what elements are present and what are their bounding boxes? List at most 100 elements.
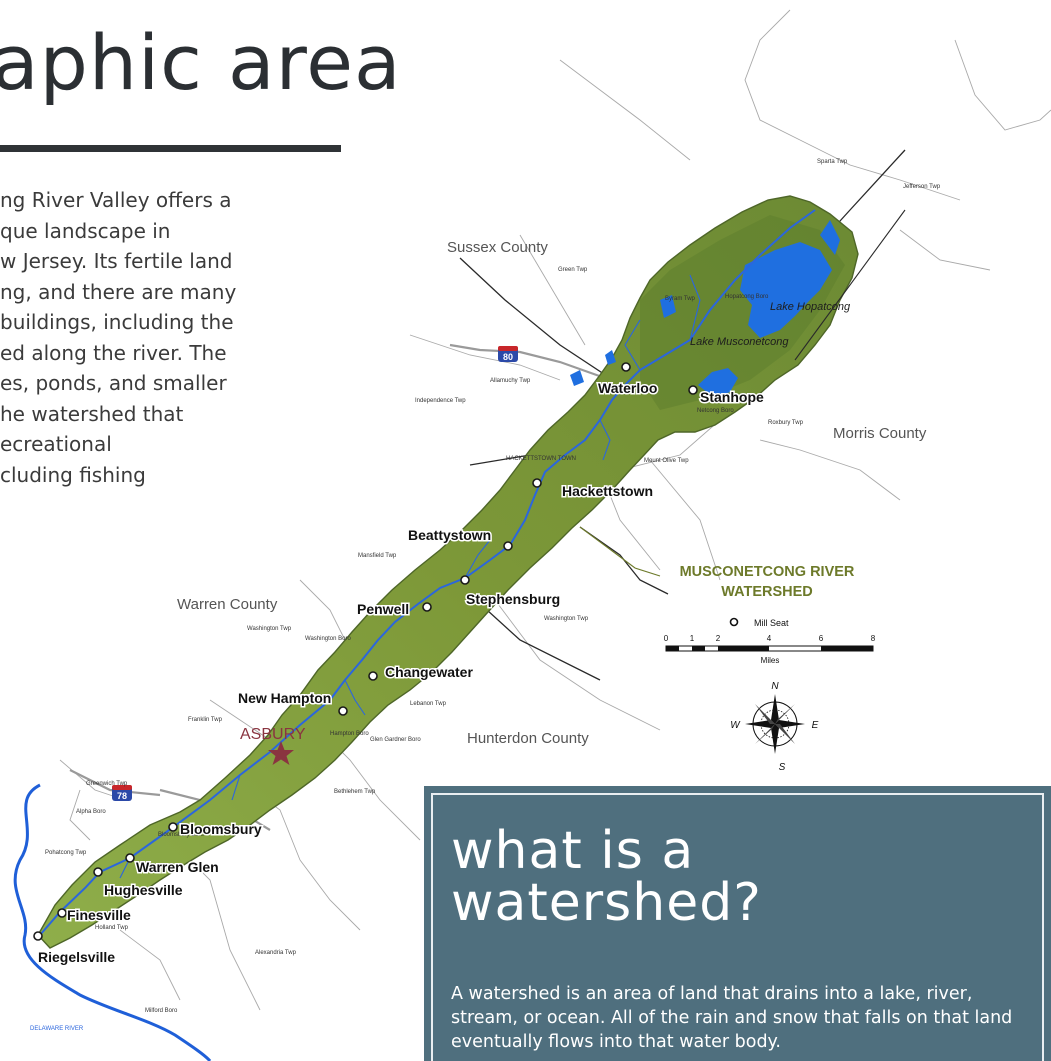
svg-text:Independence Twp: Independence Twp [415,398,466,404]
compass-rose-icon: N S E W [730,681,818,773]
svg-text:Bloomsbury Boro: Bloomsbury Boro [158,832,205,838]
town-label: Beattystown [408,527,491,543]
svg-text:Jefferson Twp: Jefferson Twp [903,184,941,190]
svg-text:8: 8 [871,634,876,643]
svg-text:Miles: Miles [761,656,780,665]
watershed-title-line1: MUSCONETCONG RIVER [680,564,855,580]
intro-line: ng, and there are many [0,279,237,304]
mill-seat-markers [33,362,698,941]
town-label: New Hampton [238,690,331,706]
town-label: Finesville [67,907,131,923]
svg-text:Allamuchy Twp: Allamuchy Twp [490,378,531,384]
township-labels: Sparta Twp Jefferson Twp Green Twp Byram… [45,159,941,1014]
card-title: what is a watershed? [451,825,762,929]
svg-text:Sparta Twp: Sparta Twp [817,159,848,165]
svg-text:Byram Twp: Byram Twp [665,296,696,302]
river-label: DELAWARE RIVER [30,1026,84,1032]
svg-text:Milford Boro: Milford Boro [145,1008,178,1014]
svg-text:Mount Olive Twp: Mount Olive Twp [644,458,689,464]
svg-text:Netcong Boro: Netcong Boro [697,408,734,414]
town-label: Penwell [357,601,409,617]
svg-text:2: 2 [716,634,721,643]
svg-text:1: 1 [690,634,695,643]
county-label: Hunterdon County [467,730,589,747]
lake-hopatcong [740,242,832,338]
county-label: Sussex County [447,239,548,256]
svg-text:Hampton Boro: Hampton Boro [330,731,369,737]
town-label: Waterloo [598,380,657,396]
svg-text:Mansfield Twp: Mansfield Twp [358,553,397,559]
asbury-star-icon [268,741,294,765]
card-text: A watershed is an area of land that drai… [451,984,1013,1052]
svg-text:HACKETTSTOWN TOWN: HACKETTSTOWN TOWN [506,456,576,462]
svg-text:78: 78 [117,791,127,801]
intro-paragraph: ng River Valley offers a que landscape i… [0,185,340,490]
svg-text:4: 4 [767,634,772,643]
svg-text:N: N [771,681,779,692]
municipal-boundaries [59,9,1051,1011]
town-label: Warren Glen [136,859,219,875]
intro-line: buildings, including the [0,310,234,334]
interstate-78-shield: 78 [112,785,132,801]
town-label: Changewater [385,664,473,680]
card-title-line: what is a [451,821,695,881]
interstate-80-shield: 80 [498,346,518,362]
lake-label: Lake Hopatcong [770,301,851,313]
town-label: Stanhope [700,389,764,405]
title-underline [0,145,341,152]
lakes [570,220,840,398]
lake-label: Lake Musconetcong [690,336,789,348]
svg-text:Bethlehem Twp: Bethlehem Twp [334,789,376,795]
svg-text:Franklin Twp: Franklin Twp [188,717,223,723]
county-label: Warren County [177,596,278,613]
svg-text:Hopatcong Boro: Hopatcong Boro [725,294,769,300]
musconetcong-river [39,209,816,936]
svg-text:Alpha Boro: Alpha Boro [76,809,106,815]
lake-pointer-line [794,209,906,361]
svg-text:Washington Twp: Washington Twp [247,626,292,632]
tributaries [119,274,701,879]
svg-text:6: 6 [819,634,824,643]
svg-text:W: W [730,720,741,731]
intro-line: he watershed that [0,401,184,426]
svg-text:Glen Gardner Boro: Glen Gardner Boro [370,737,421,743]
intro-line: cluding fishing [0,462,146,487]
card-title-line: watershed? [451,873,762,933]
page-title: aphic area [0,18,402,107]
svg-text:Mill Seat: Mill Seat [754,618,789,628]
map-legend: Mill Seat 0 1 2 4 6 8 Miles [664,617,876,665]
watershed-pointer-line [579,526,661,577]
town-label: Riegelsville [38,949,115,965]
svg-text:Holland Twp: Holland Twp [95,925,129,931]
svg-text:0: 0 [664,634,669,643]
town-label: Bloomsbury [180,821,262,837]
svg-text:Greenwich Twp: Greenwich Twp [86,781,128,787]
svg-text:S: S [779,762,786,773]
svg-text:E: E [812,720,819,731]
svg-text:Washington Twp: Washington Twp [544,616,589,622]
svg-text:Washington Boro: Washington Boro [305,636,351,642]
svg-text:Lebanon Twp: Lebanon Twp [410,701,447,707]
svg-text:Alexandria Twp: Alexandria Twp [255,950,297,956]
card-border: what is a watershed? A watershed is an a… [431,793,1044,1061]
county-label: Morris County [833,425,927,442]
intro-line: que landscape in [0,218,171,243]
intro-line: ed along the river. The [0,340,227,365]
delaware-river [13,783,212,1061]
intro-line: w Jersey. Its fertile land [0,249,233,273]
town-label: Hughesville [104,882,183,898]
svg-text:Pohatcong Twp: Pohatcong Twp [45,850,87,856]
asbury-label: ASBURY [240,726,306,743]
svg-text:80: 80 [503,352,513,362]
mill-seat-legend-icon [729,617,739,627]
town-label: Stephensburg [466,591,560,607]
lake-musconetcong [698,368,738,398]
intro-line: ng River Valley offers a [0,188,232,212]
svg-text:Roxbury Twp: Roxbury Twp [768,420,804,426]
town-label: Hackettstown [562,483,653,499]
watershed-title-line2: WATERSHED [721,584,813,600]
intro-line: es, ponds, and smaller [0,371,227,395]
watershed-info-card: what is a watershed? A watershed is an a… [424,786,1051,1061]
intro-line: ecreational [0,432,112,456]
